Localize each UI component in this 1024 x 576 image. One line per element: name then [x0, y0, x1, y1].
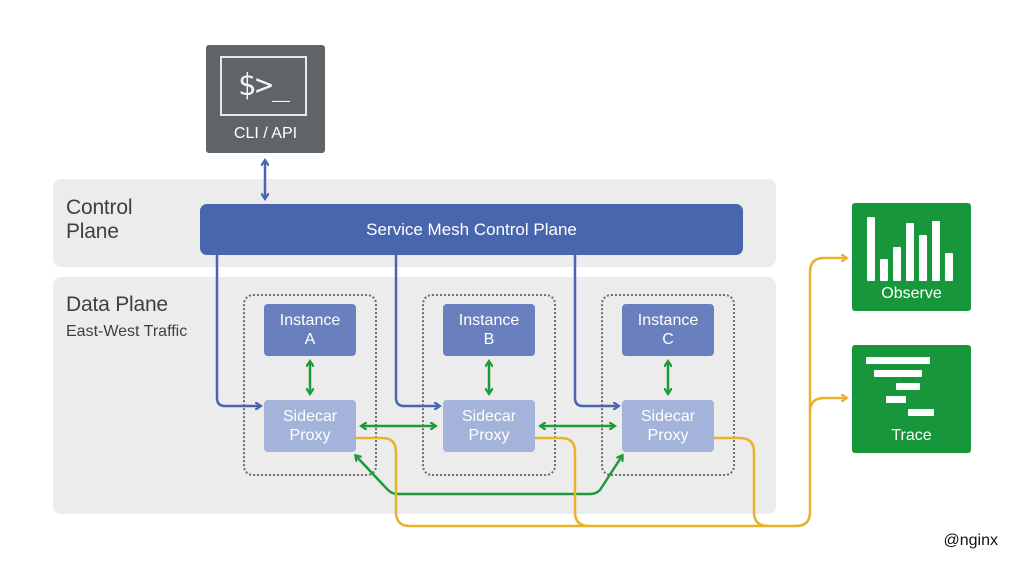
- instance-b-label: Instance: [458, 312, 520, 329]
- instance-b: Instance B: [443, 304, 535, 356]
- instance-c-label: Instance: [637, 312, 699, 329]
- sidecar-a-label-1: Sidecar: [282, 408, 338, 425]
- telemetry-to-trace: [808, 398, 846, 413]
- terminal-icon: $>_: [220, 56, 307, 116]
- pod-a: [243, 294, 377, 476]
- instance-a-label: Instance: [279, 312, 341, 329]
- data-plane-subtitle: East-West Traffic: [66, 323, 188, 340]
- sidecar-c-label-1: Sidecar: [640, 408, 696, 425]
- observe-box: Observe: [852, 203, 971, 311]
- instance-a-letter: A: [304, 331, 316, 348]
- observe-label: Observe: [881, 285, 942, 302]
- data-plane-title: Data Plane: [66, 293, 168, 316]
- sidecar-b-label-2: Proxy: [468, 427, 510, 444]
- telemetry-sidecar-c: [714, 436, 769, 528]
- control-plane-title: Control Plane: [66, 196, 132, 244]
- bar-chart-icon: [867, 217, 953, 281]
- cli-api-box: $>_ CLI / API: [206, 45, 325, 153]
- control-to-sidecar-a: [215, 255, 260, 406]
- trace-box: Trace: [852, 345, 971, 453]
- watermark: @nginx: [943, 532, 999, 549]
- sidecar-proxy-a: Sidecar Proxy: [264, 400, 356, 452]
- sidecar-c-label-2: Proxy: [647, 427, 689, 444]
- control-plane-title-line1: Control: [66, 196, 133, 219]
- trace-label: Trace: [891, 427, 932, 444]
- control-to-sidecar-b: [394, 255, 439, 406]
- telemetry-to-observe: [356, 258, 846, 528]
- control-plane-title-line2: Plane: [66, 220, 119, 243]
- sidecar-proxy-b: Sidecar Proxy: [443, 400, 535, 452]
- telemetry-sidecar-b: [535, 436, 590, 528]
- instance-c-letter: C: [662, 331, 674, 348]
- service-mesh-control-plane: Service Mesh Control Plane: [200, 204, 743, 255]
- pod-c: [601, 294, 735, 476]
- instance-c: Instance C: [622, 304, 714, 356]
- cli-api-label: CLI / API: [233, 125, 298, 142]
- control-to-sidecar-c: [573, 255, 618, 406]
- sidecar-proxy-c: Sidecar Proxy: [622, 400, 714, 452]
- instance-b-letter: B: [483, 331, 495, 348]
- trace-waterfall-icon: [866, 357, 934, 416]
- instance-a: Instance A: [264, 304, 356, 356]
- sidecar-b-label-1: Sidecar: [461, 408, 517, 425]
- sidecar-a-label-2: Proxy: [289, 427, 331, 444]
- sidecar-a-c-link: [356, 456, 622, 496]
- pod-b: [422, 294, 556, 476]
